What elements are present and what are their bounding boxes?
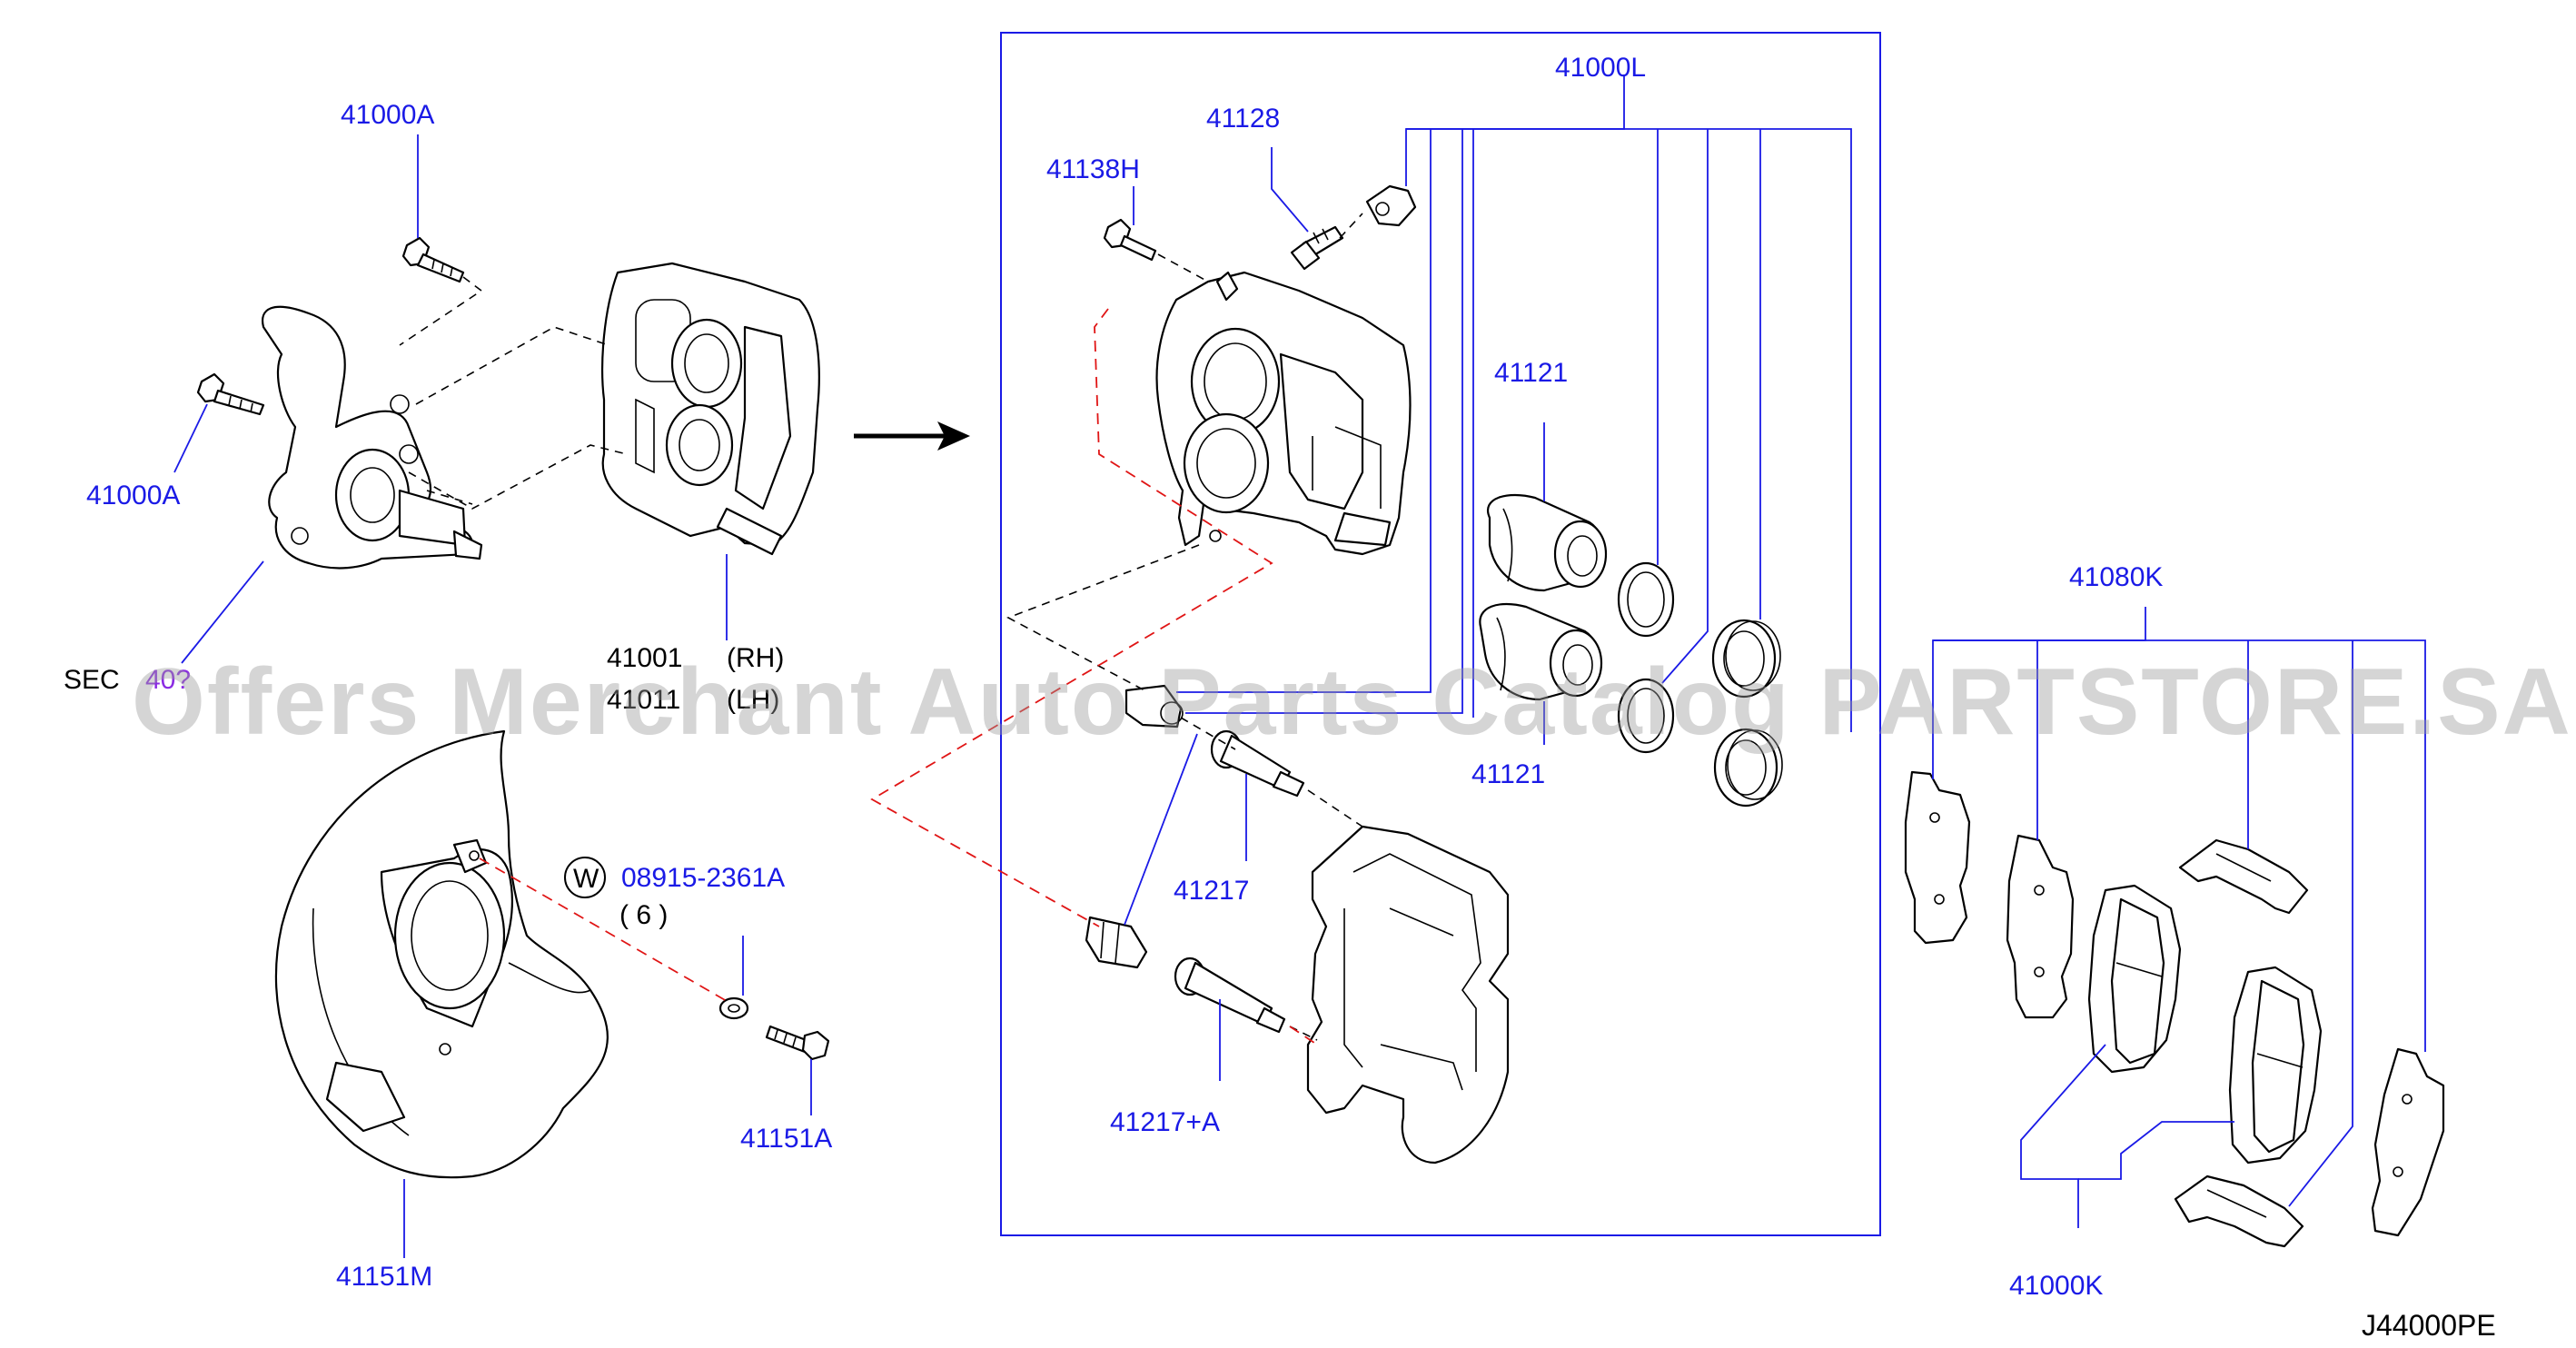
piston-boot-top[interactable] bbox=[1711, 619, 1781, 699]
guide-pin-41217A[interactable] bbox=[1174, 956, 1286, 1034]
caliper-support-bracket[interactable] bbox=[1306, 825, 1510, 1165]
steering-knuckle-illustration[interactable] bbox=[262, 305, 483, 570]
caliper-assembly-frame bbox=[1000, 32, 1881, 1236]
piston-seal-bottom[interactable] bbox=[1617, 678, 1675, 754]
brake-caliper-assembly-illustration[interactable] bbox=[601, 262, 820, 556]
bolt-41000A-left[interactable] bbox=[196, 372, 265, 416]
callout-sec-prefix: SEC bbox=[64, 665, 120, 695]
callout-41080K[interactable]: 41080K bbox=[2069, 562, 2163, 592]
leader-lines bbox=[173, 74, 2426, 1258]
callout-qty: ( 6 ) bbox=[619, 900, 668, 930]
callout-41128[interactable]: 41128 bbox=[1206, 104, 1280, 134]
washer-08915-2361A[interactable] bbox=[718, 996, 749, 1020]
callout-41000L[interactable]: 41000L bbox=[1555, 53, 1646, 83]
brake-pad-left[interactable] bbox=[2087, 884, 2182, 1074]
callout-sec-number[interactable]: 40? bbox=[145, 665, 191, 695]
callout-rh: (RH) bbox=[727, 643, 784, 673]
bolt-41000A-top[interactable] bbox=[401, 236, 465, 283]
pin-sleeve-upper[interactable] bbox=[1125, 684, 1184, 729]
callout-41000A-left[interactable]: 41000A bbox=[86, 481, 180, 510]
pad-shim-inner-left[interactable] bbox=[2006, 834, 2075, 1019]
bolt-41138H[interactable] bbox=[1103, 218, 1157, 262]
direction-arrow bbox=[854, 421, 970, 451]
piston-seal-top[interactable] bbox=[1617, 561, 1675, 638]
pad-shim-outer-right[interactable] bbox=[2371, 1047, 2445, 1237]
pad-clip-bottom[interactable] bbox=[2174, 1175, 2304, 1248]
callout-08915-2361A[interactable]: 08915-2361A bbox=[621, 863, 785, 893]
pad-shim-outer-left[interactable] bbox=[1904, 770, 1971, 945]
w-symbol-badge: W bbox=[564, 857, 606, 898]
bleeder-screw-41128[interactable] bbox=[1290, 225, 1344, 271]
pin-boot-lower[interactable] bbox=[1085, 916, 1148, 969]
w-symbol-text: W bbox=[573, 864, 599, 894]
callout-41151M[interactable]: 41151M bbox=[336, 1262, 432, 1292]
caliper-body-illustration[interactable] bbox=[1155, 271, 1412, 556]
piston-41121-bottom[interactable] bbox=[1479, 602, 1603, 701]
bleeder-cap-41128[interactable] bbox=[1365, 184, 1417, 227]
callout-41121-bottom[interactable]: 41121 bbox=[1471, 759, 1545, 789]
callout-lh: (LH) bbox=[727, 685, 779, 715]
callout-41217A[interactable]: 41217+A bbox=[1110, 1107, 1220, 1137]
piston-41121-top[interactable] bbox=[1487, 493, 1608, 592]
callout-41000A-top[interactable]: 41000A bbox=[341, 100, 434, 130]
callout-41151A[interactable]: 41151A bbox=[740, 1124, 832, 1154]
callout-41001[interactable]: 41001 bbox=[607, 643, 682, 673]
piston-boot-bottom[interactable] bbox=[1713, 728, 1783, 808]
callout-41217[interactable]: 41217 bbox=[1174, 876, 1249, 906]
screw-41151A[interactable] bbox=[765, 1025, 830, 1061]
callout-41138H[interactable]: 41138H bbox=[1046, 154, 1140, 184]
callout-41000K[interactable]: 41000K bbox=[2009, 1271, 2103, 1301]
pad-clip-top[interactable] bbox=[2178, 838, 2309, 915]
watermark-text: Offers Merchant Auto Parts Catalog PARTS… bbox=[132, 649, 2572, 755]
callout-41011[interactable]: 41011 bbox=[607, 685, 680, 715]
callout-41121-top[interactable]: 41121 bbox=[1494, 358, 1568, 388]
brake-pad-right[interactable] bbox=[2228, 966, 2323, 1165]
diagram-code: J44000PE bbox=[2362, 1309, 2496, 1342]
dust-shield-illustration[interactable] bbox=[274, 729, 609, 1179]
